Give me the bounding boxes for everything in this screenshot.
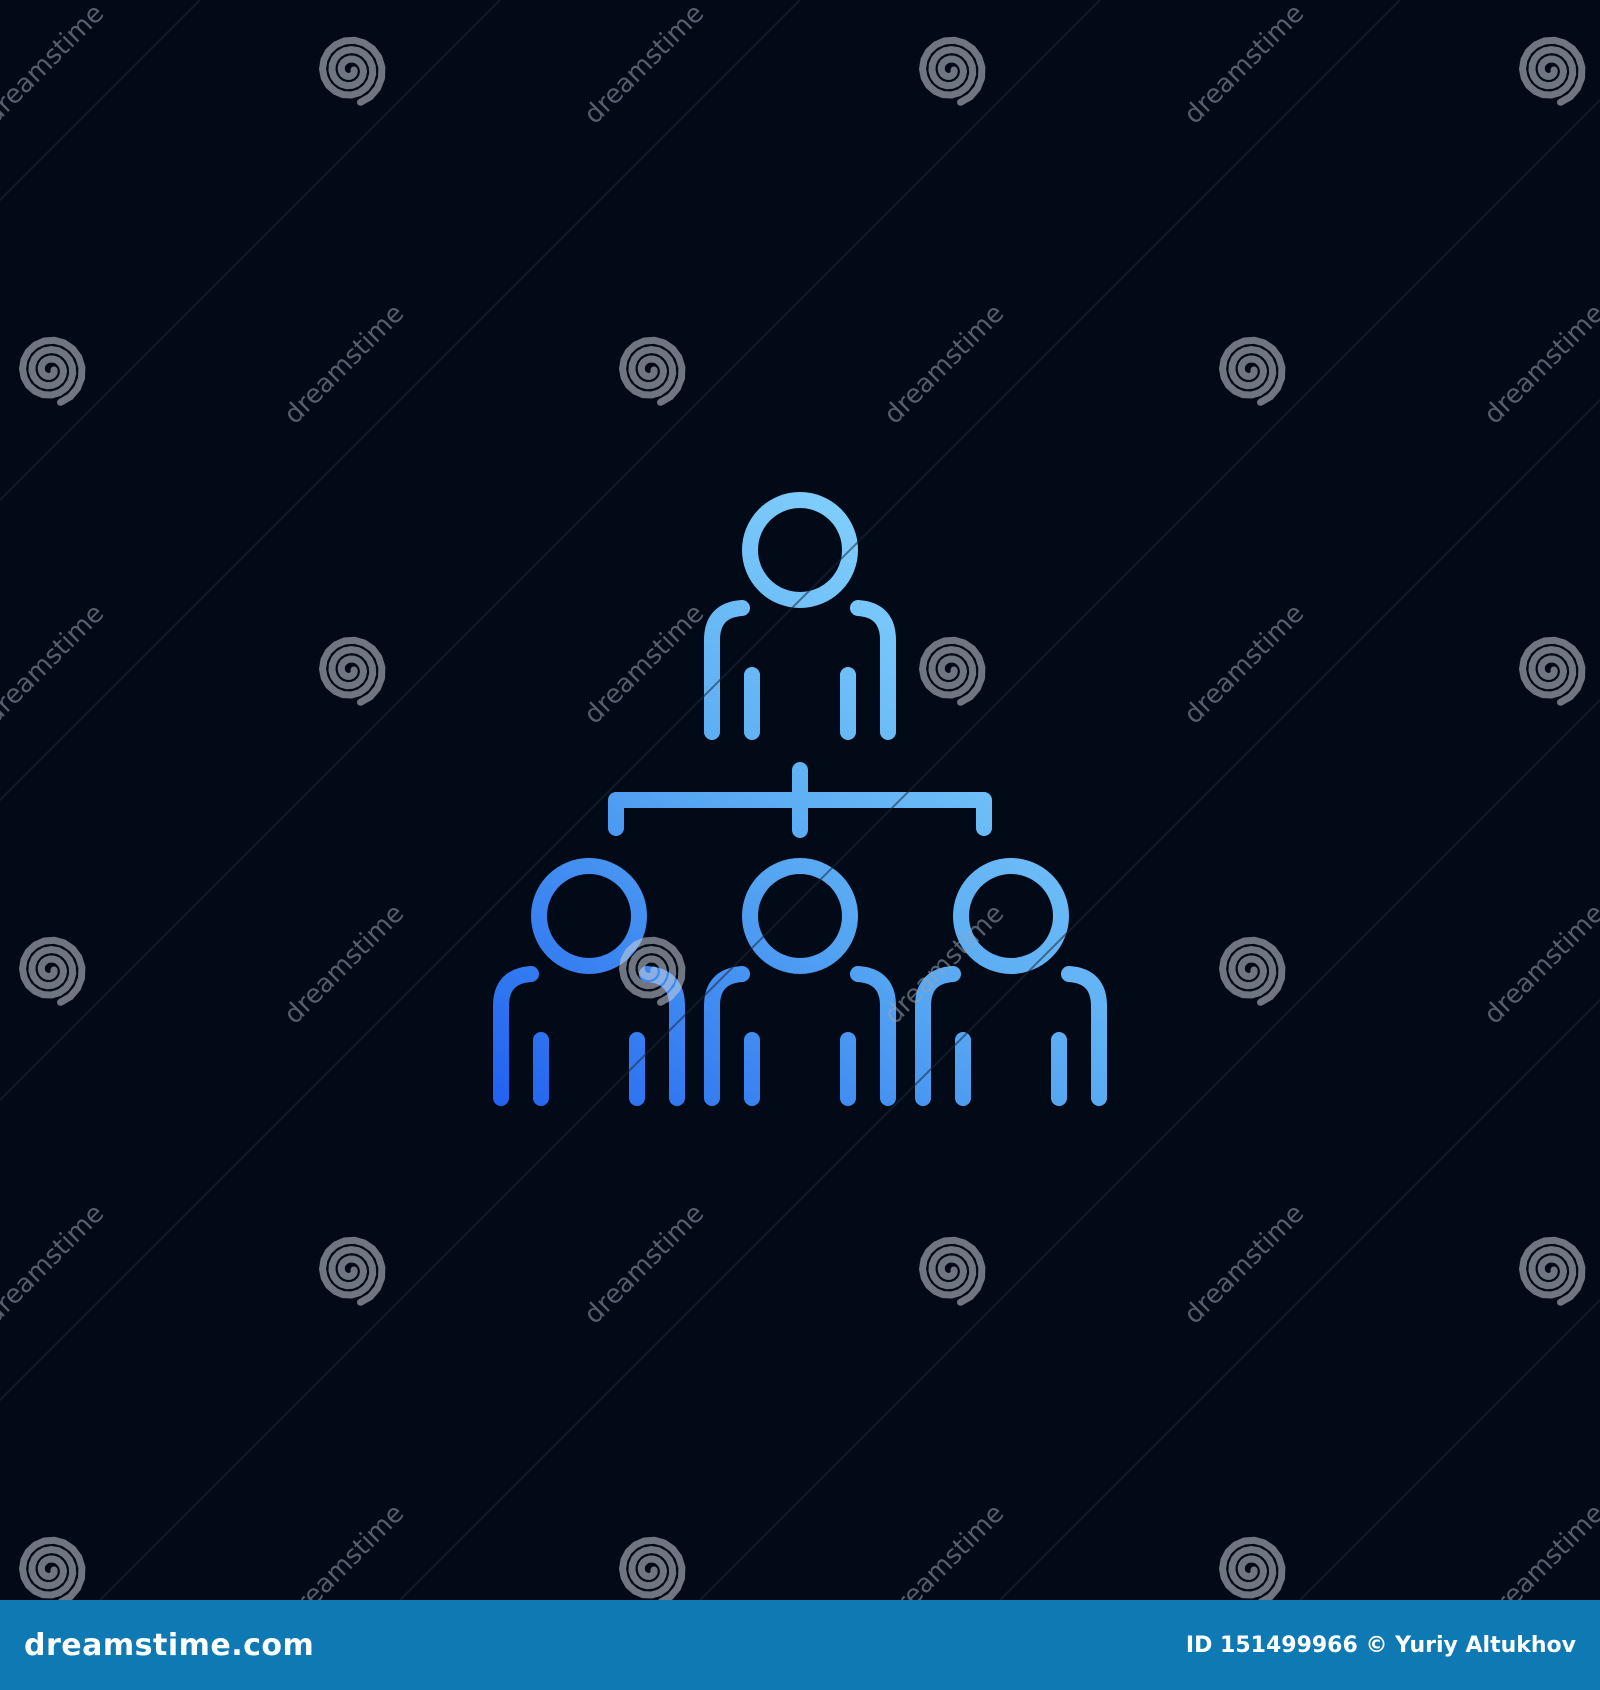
bottom-person-right-icon (915, 858, 1107, 1106)
footer-bar: dreamstime.com ID 151499966 © Yuriy Altu… (0, 1600, 1600, 1690)
footer-credit: ID 151499966 © Yuriy Altukhov (1185, 1632, 1576, 1658)
top-person-body (704, 600, 896, 740)
bottom-person-center-icon (704, 858, 896, 1106)
top-person-head (742, 492, 858, 608)
org-hierarchy-illustration (493, 492, 1107, 1106)
footer-brand: dreamstime.com (24, 1627, 315, 1663)
bottom-person-left-icon (493, 858, 685, 1106)
hierarchy-connector (608, 762, 992, 838)
top-person-icon (704, 492, 896, 740)
